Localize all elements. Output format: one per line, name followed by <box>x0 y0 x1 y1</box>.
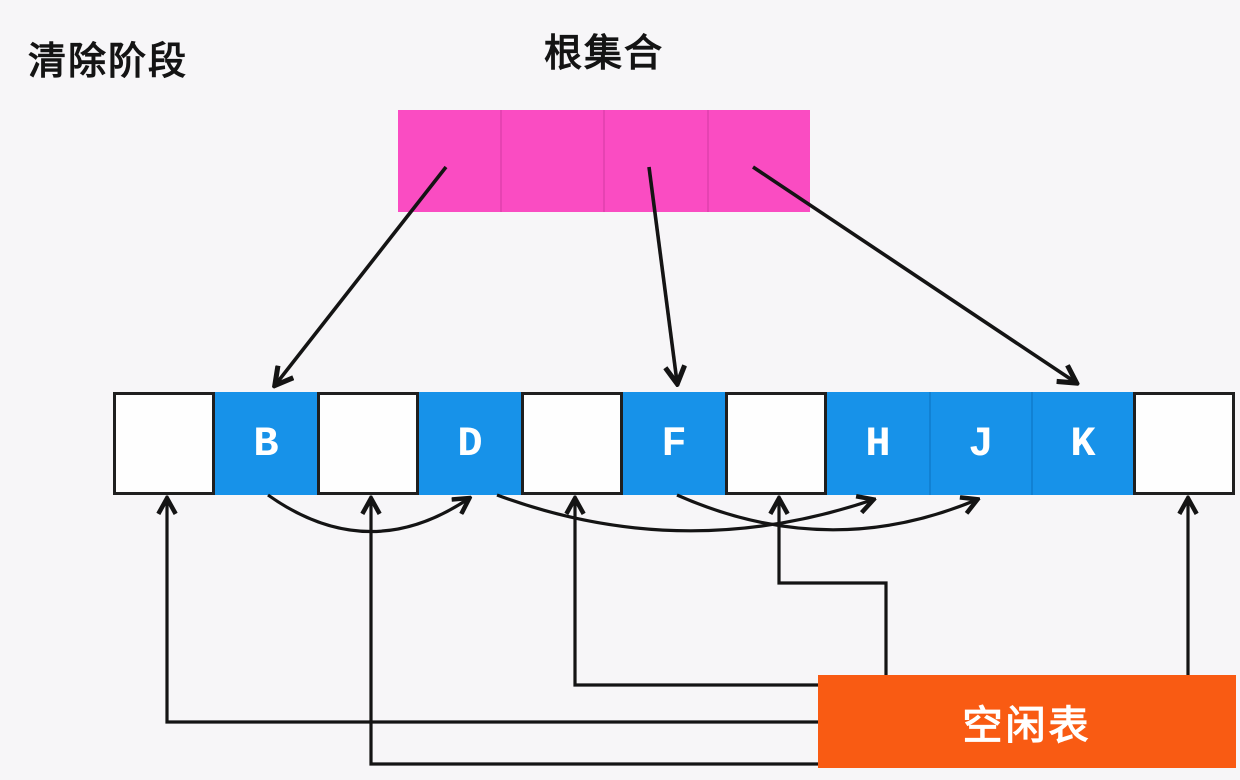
heap-cell-b: B <box>215 392 317 495</box>
root-cell <box>499 110 604 212</box>
arc-d-to-h <box>496 493 872 533</box>
heap-cell-free <box>1133 392 1235 495</box>
root-cell <box>706 110 811 212</box>
root-cell <box>398 110 500 212</box>
free-list-label: 空闲表 <box>962 703 1092 748</box>
root-cell <box>603 110 707 212</box>
heap-cell-d: D <box>419 392 521 495</box>
heap-cell-free <box>725 392 827 495</box>
free-list-box: 空闲表 <box>818 675 1236 768</box>
freelist-link-cell4 <box>575 500 818 687</box>
heap-row: B D F H J K <box>113 392 1235 495</box>
root-set-box <box>398 110 810 212</box>
heap-cell-free <box>521 392 623 495</box>
arc-b-to-d <box>267 493 468 534</box>
freelist-link-cell6 <box>779 500 888 675</box>
heap-cell-f: F <box>623 392 725 495</box>
heap-cell-free <box>113 392 215 495</box>
heap-cell-free <box>317 392 419 495</box>
heap-cell-k: K <box>1031 392 1133 495</box>
page-title: 清除阶段 <box>28 41 189 83</box>
heap-cell-h: H <box>827 392 929 495</box>
freelist-link-cell0 <box>167 500 818 724</box>
arc-f-to-j <box>676 493 976 532</box>
heap-cell-j: J <box>929 392 1031 495</box>
freelist-link-cell2 <box>371 500 818 766</box>
root-set-label: 根集合 <box>543 33 664 75</box>
